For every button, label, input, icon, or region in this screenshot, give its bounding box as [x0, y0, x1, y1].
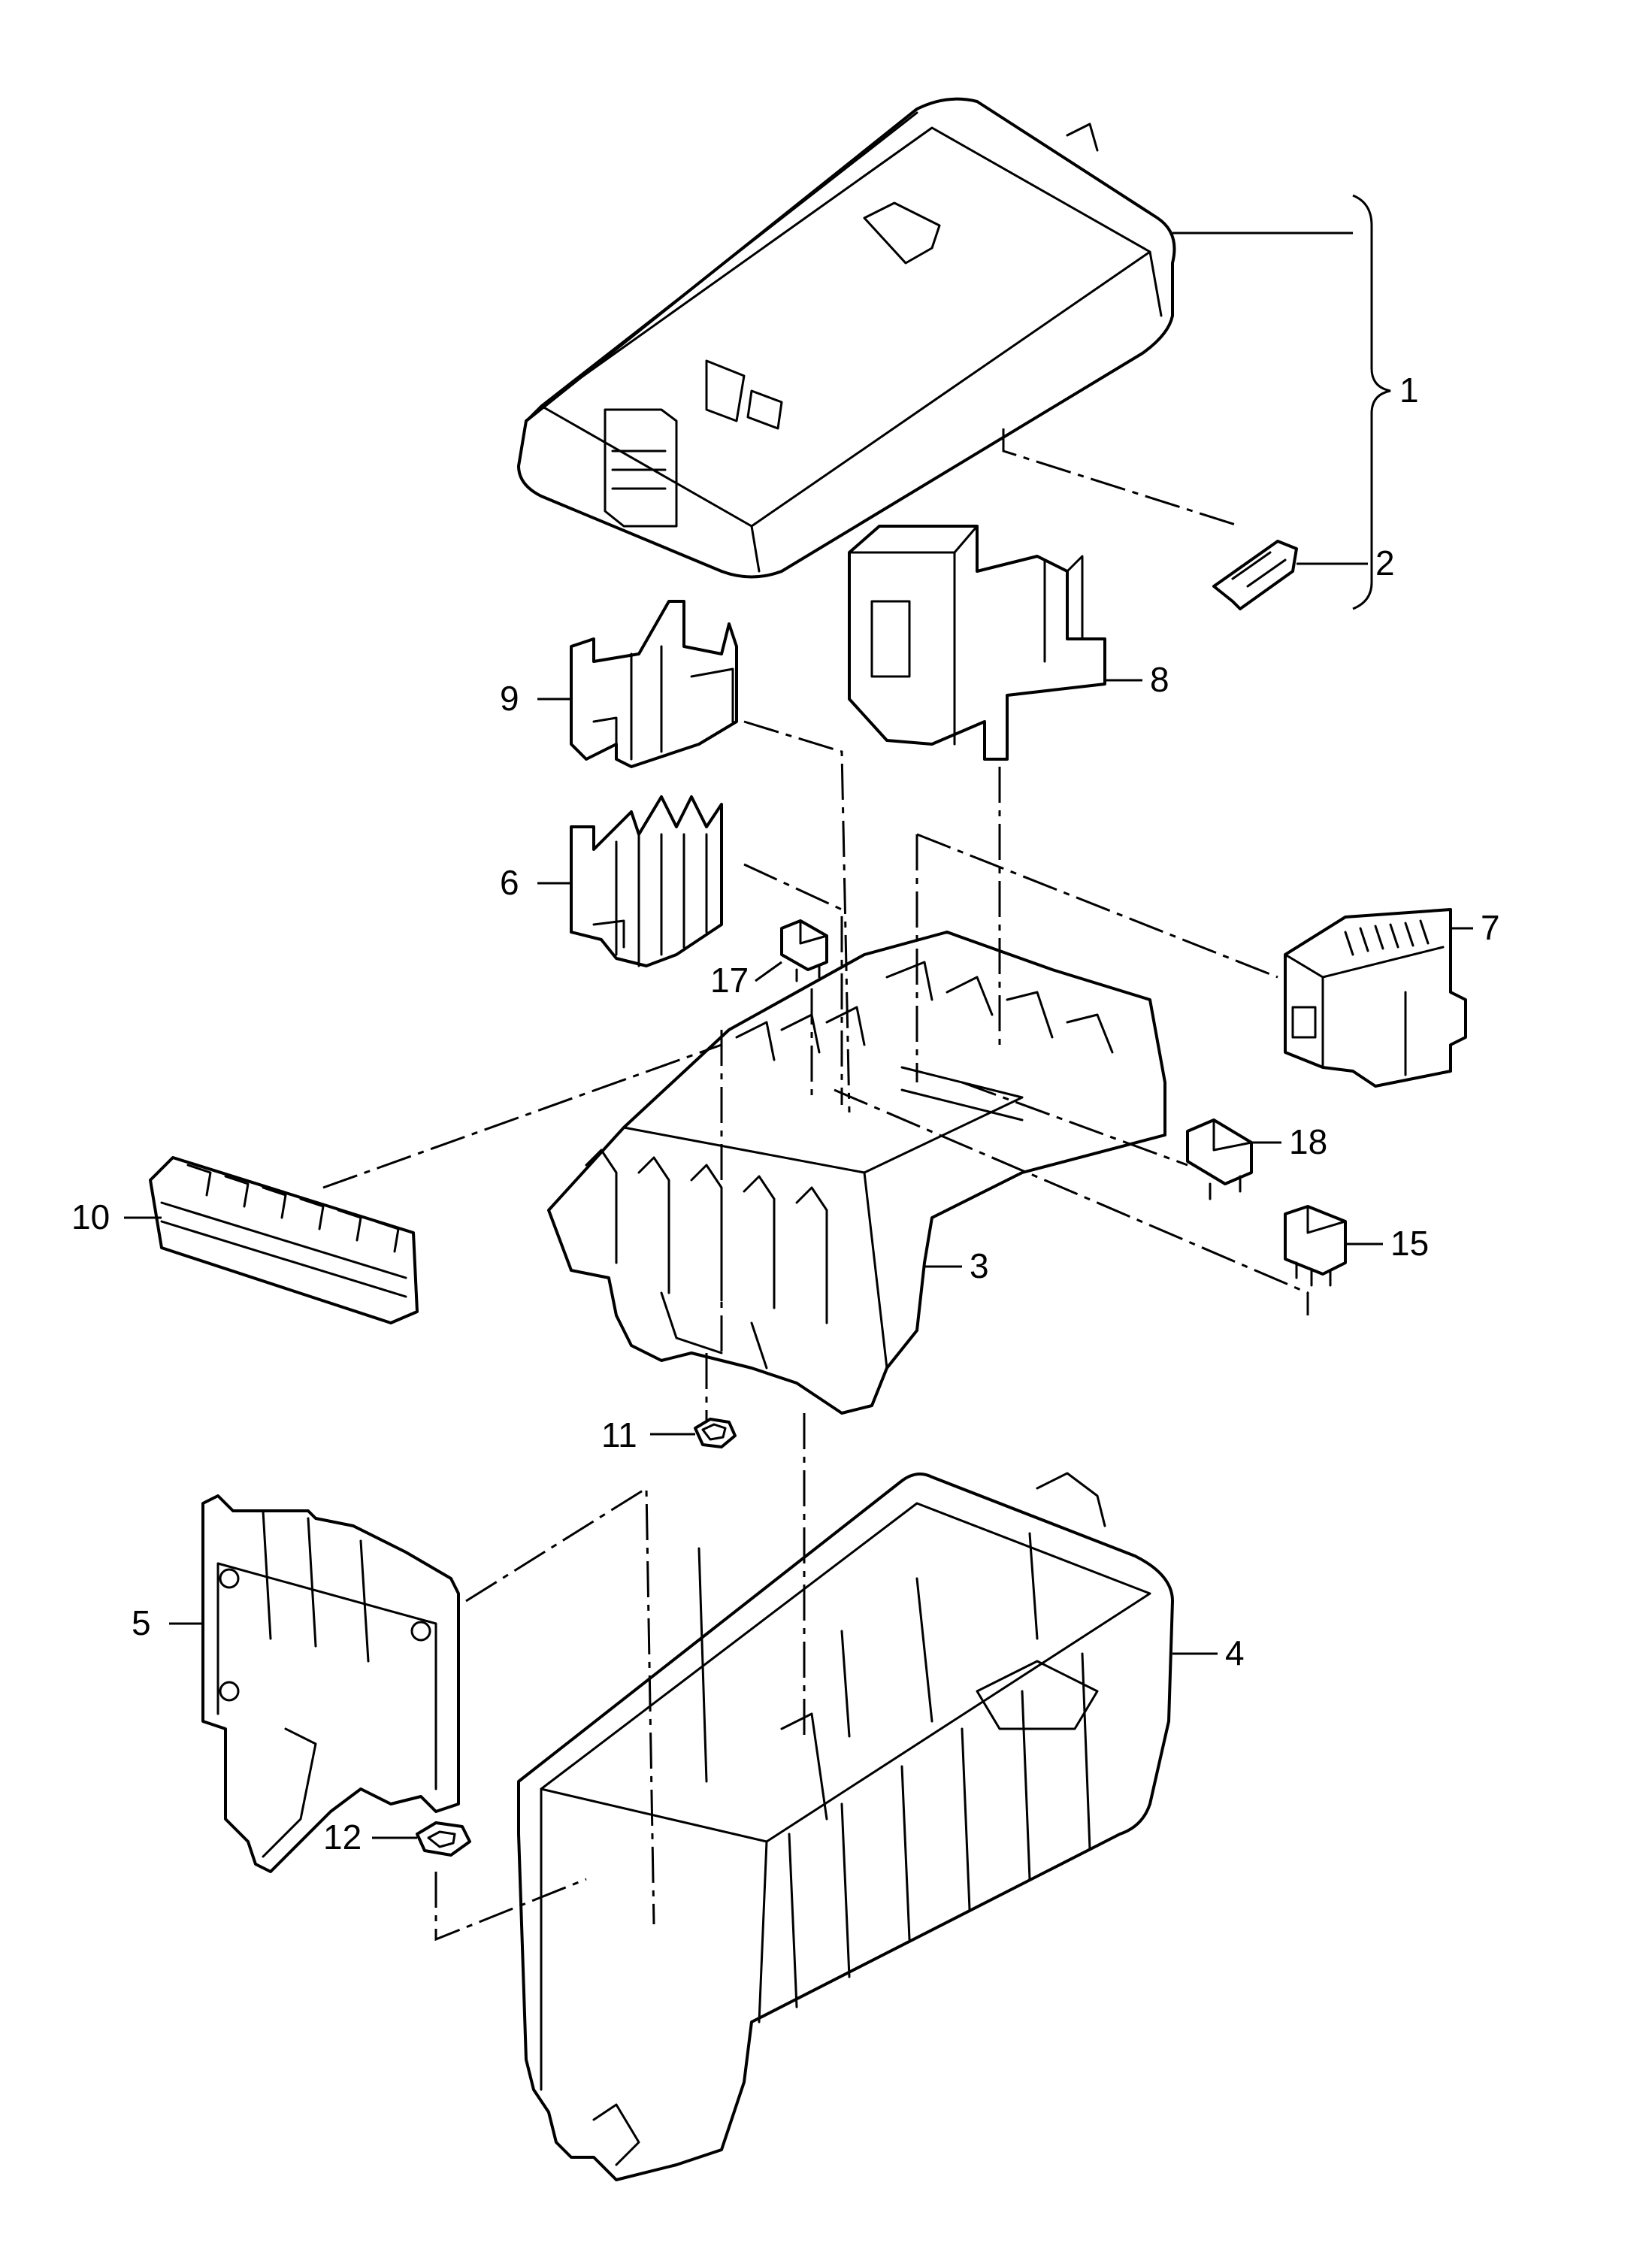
callout-10: 10 [71, 1197, 110, 1236]
part-15-relay [1284, 1205, 1347, 1287]
callout-12: 12 [323, 1818, 362, 1857]
part-17-mini-fuse [780, 919, 828, 982]
part-3-fuse-relay-box [547, 931, 1166, 1415]
part-10-terminal-strip [149, 1156, 419, 1324]
part-12-flange-nut [416, 1821, 471, 1857]
callout-17: 17 [710, 961, 749, 1000]
callout-1-bracket [1352, 194, 1391, 610]
part-2-clip [1212, 540, 1298, 610]
part-4-lower-housing [517, 1472, 1174, 2181]
callout-6: 6 [500, 863, 519, 902]
callout-11: 11 [601, 1415, 637, 1454]
part-6-fuse-holder [570, 795, 723, 967]
part-9-relay-holder [570, 600, 738, 768]
callout-8: 8 [1150, 660, 1169, 699]
callout-9: 9 [500, 679, 519, 718]
callout-3: 3 [970, 1246, 989, 1285]
part-1-cover [517, 97, 1176, 579]
part-5-bracket [201, 1494, 460, 1873]
part-11-nut [694, 1418, 737, 1448]
part-18-blade-fuse [1186, 1118, 1253, 1200]
part-7-side-holder [1284, 908, 1467, 1088]
callout-5: 5 [132, 1603, 151, 1642]
callout-7: 7 [1481, 908, 1500, 947]
callout-18: 18 [1289, 1122, 1327, 1161]
callout-2: 2 [1375, 543, 1395, 583]
assembly-lines [322, 428, 1309, 1942]
callout-labels: 1 2 3 4 5 6 7 8 9 10 11 12 15 17 18 [71, 371, 1500, 1857]
leader-lines [124, 232, 1473, 1839]
callout-1: 1 [1399, 371, 1419, 410]
callout-4: 4 [1225, 1633, 1245, 1672]
callout-15: 15 [1390, 1224, 1429, 1263]
part-8-relay-carrier [848, 525, 1106, 761]
